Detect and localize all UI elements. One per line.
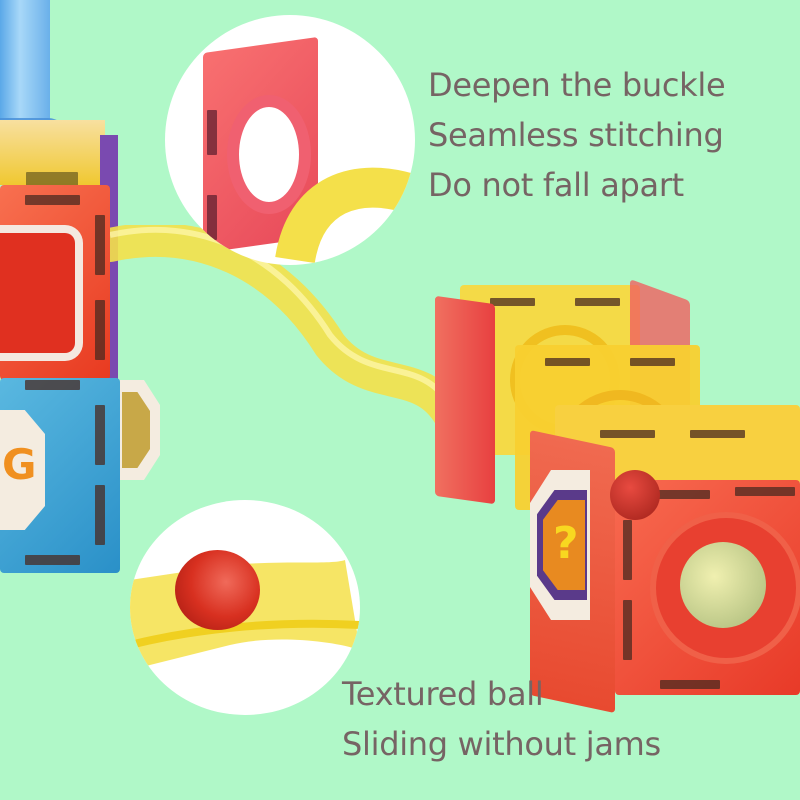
chute-connector	[275, 167, 415, 264]
question-mark-symbol: ?	[553, 518, 579, 569]
red-side-tile	[435, 295, 495, 505]
left-tower: G	[0, 0, 160, 575]
bottom-features-text: Textured ball Sliding without jams	[342, 669, 661, 769]
inset-bottom-circle	[130, 500, 360, 715]
right-cube-cluster: ?	[435, 279, 800, 714]
feature-line: Deepen the buckle	[428, 66, 726, 104]
feature-line: Do not fall apart	[428, 166, 684, 204]
tile-magnet-slot	[26, 172, 78, 186]
yellow-chute	[110, 225, 467, 432]
porthole-window	[680, 542, 766, 628]
textured-ball	[175, 550, 260, 630]
feature-line: Textured ball	[342, 675, 544, 713]
feature-line: Seamless stitching	[428, 116, 724, 154]
top-features-text: Deepen the buckle Seamless stitching Do …	[428, 60, 726, 210]
inset-top-circle	[165, 15, 415, 265]
ball-inside-cube	[610, 470, 660, 520]
feature-line: Sliding without jams	[342, 725, 661, 763]
g-badge-letter: G	[2, 440, 37, 489]
g-badge	[0, 410, 45, 530]
white-window-frame	[0, 225, 83, 361]
